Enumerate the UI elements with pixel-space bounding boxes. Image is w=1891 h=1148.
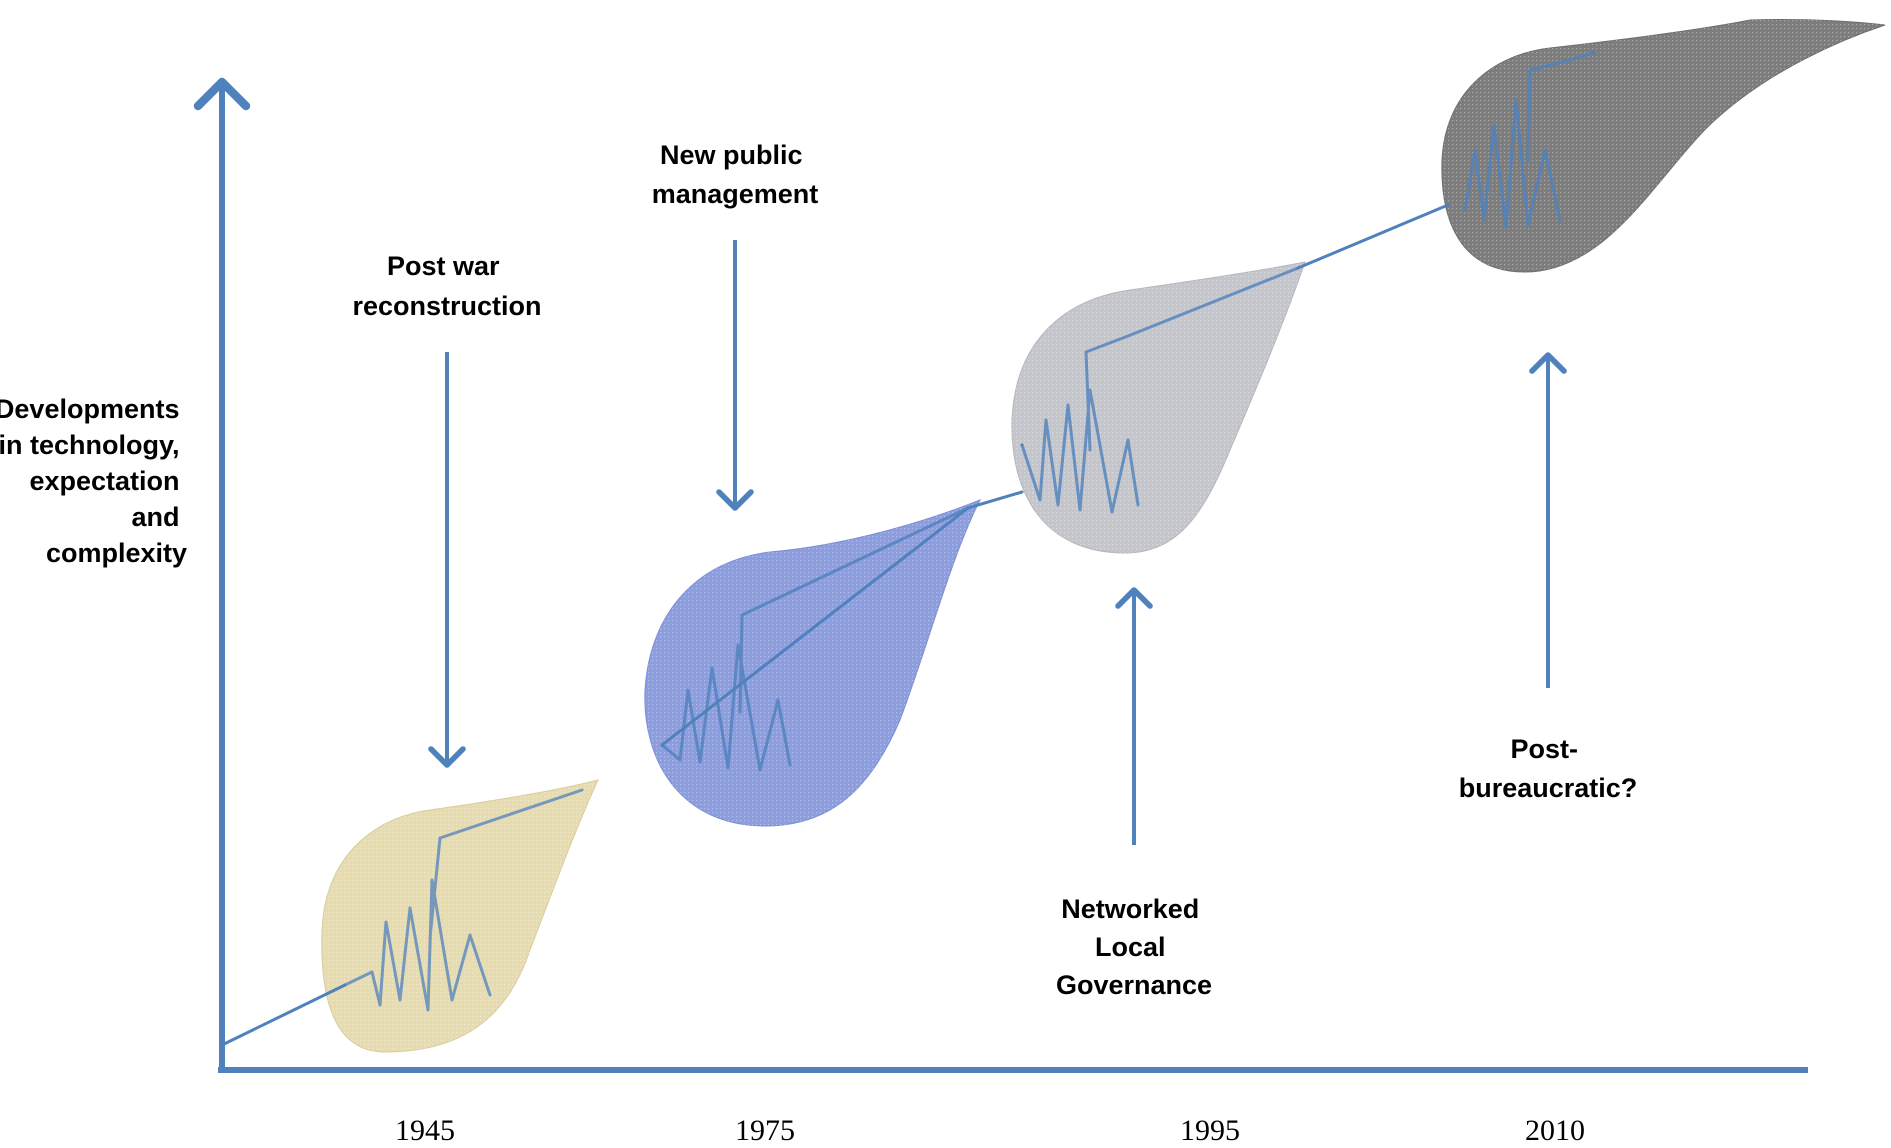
era-label-line: bureaucratic? bbox=[1459, 773, 1638, 803]
y-axis-label-line: in technology, bbox=[0, 430, 179, 460]
y-axis-label: Developments in technology, expectation … bbox=[0, 394, 187, 568]
squiggle bbox=[660, 506, 970, 772]
x-axis-label-1995: 1995 bbox=[1180, 1114, 1240, 1147]
y-axis-label-line: complexity bbox=[46, 538, 187, 568]
era-label-line: Local bbox=[1095, 932, 1166, 962]
y-axis-label-line: expectation bbox=[29, 466, 179, 496]
era-label-line: Post war bbox=[387, 251, 500, 281]
y-axis-label-line: Developments bbox=[0, 394, 179, 424]
era-label-line: management bbox=[652, 179, 819, 209]
x-axis-label-1975: 1975 bbox=[735, 1114, 795, 1147]
era-label-post-bureaucratic: Post- bureaucratic? bbox=[1459, 734, 1638, 803]
era-drop-post-bureaucratic bbox=[1441, 18, 1886, 273]
era-label-post-war: Post war reconstruction bbox=[352, 251, 541, 321]
era-label-npm: New public management bbox=[652, 140, 819, 209]
squiggle bbox=[343, 788, 584, 1012]
era-label-line: reconstruction bbox=[352, 291, 541, 321]
y-axis-label-line: and bbox=[131, 502, 179, 532]
era-label-line: New public bbox=[660, 140, 803, 170]
era-drop-post-war bbox=[321, 779, 599, 1053]
x-axis-label-1945: 1945 bbox=[395, 1114, 455, 1147]
squiggle bbox=[1463, 50, 1597, 230]
era-label-line: Governance bbox=[1056, 970, 1212, 1000]
squiggle bbox=[1020, 266, 1300, 514]
era-label-line: Networked bbox=[1061, 894, 1199, 924]
trend-line bbox=[220, 203, 1450, 1047]
era-drop-nlg bbox=[1011, 261, 1306, 554]
era-drop-npm bbox=[644, 499, 982, 827]
era-label-line: Post- bbox=[1510, 734, 1578, 764]
era-label-nlg: Networked Local Governance bbox=[1056, 894, 1212, 1000]
x-axis-label-2010: 2010 bbox=[1525, 1114, 1585, 1147]
